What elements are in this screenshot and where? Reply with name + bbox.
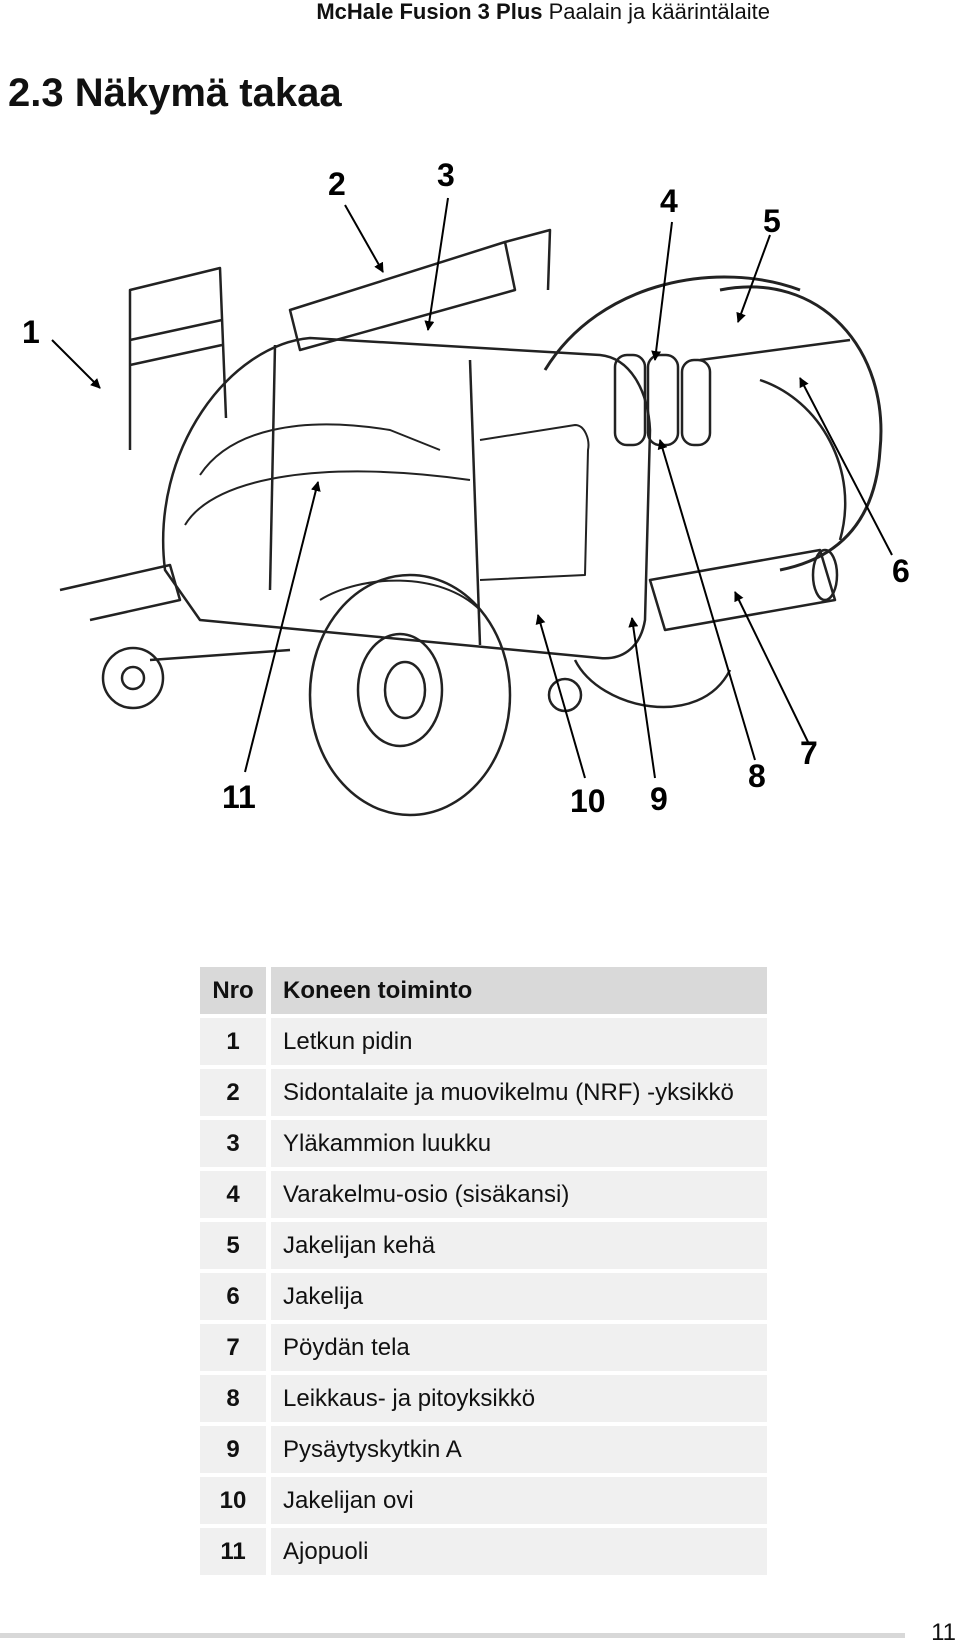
callout-1: 1 xyxy=(22,314,40,350)
section-title: 2.3 Näkymä takaa xyxy=(8,71,342,115)
row-number: 11 xyxy=(200,1528,271,1575)
row-number: 4 xyxy=(200,1171,271,1218)
callout-numbers: 1 2 3 4 5 6 7 8 9 10 11 xyxy=(22,157,910,819)
callout-7: 7 xyxy=(800,735,818,771)
row-number: 3 xyxy=(200,1120,271,1167)
row-description: Jakelija xyxy=(271,1273,767,1320)
callout-4: 4 xyxy=(660,183,678,219)
table-header-row: Nro Koneen toiminto xyxy=(200,967,767,1014)
row-number: 9 xyxy=(200,1426,271,1473)
row-description: Pysäytyskytkin A xyxy=(271,1426,767,1473)
header-brand: McHale Fusion 3 Plus xyxy=(316,0,543,24)
callout-5: 5 xyxy=(763,203,781,239)
row-description: Leikkaus- ja pitoyksikkö xyxy=(271,1375,767,1422)
row-description: Varakelmu-osio (sisäkansi) xyxy=(271,1171,767,1218)
row-number: 10 xyxy=(200,1477,271,1524)
machine-illustration: 1 2 3 4 5 6 7 8 9 10 11 xyxy=(22,157,910,819)
row-description: Ajopuoli xyxy=(271,1528,767,1575)
row-number: 2 xyxy=(200,1069,271,1116)
column-header-function: Koneen toiminto xyxy=(271,967,767,1014)
row-description: Jakelijan ovi xyxy=(271,1477,767,1524)
row-number: 1 xyxy=(200,1018,271,1065)
machine-rear-view-figure: 1 2 3 4 5 6 7 8 9 10 11 xyxy=(0,150,960,870)
row-number: 7 xyxy=(200,1324,271,1371)
column-header-number: Nro xyxy=(200,967,271,1014)
row-number: 8 xyxy=(200,1375,271,1422)
row-description: Sidontalaite ja muovikelmu (NRF) -yksikk… xyxy=(271,1069,767,1116)
row-number: 5 xyxy=(200,1222,271,1269)
row-number: 6 xyxy=(200,1273,271,1320)
footer-rule xyxy=(0,1633,905,1638)
machine-line-art xyxy=(59,228,883,817)
callout-3: 3 xyxy=(437,157,455,193)
row-description: Letkun pidin xyxy=(271,1018,767,1065)
callout-10: 10 xyxy=(570,783,606,819)
callout-2: 2 xyxy=(328,166,346,202)
running-header: McHale Fusion 3 Plus Paalain ja käärintä… xyxy=(316,0,770,24)
callout-leaders xyxy=(51,197,893,779)
callout-9: 9 xyxy=(650,781,668,817)
callout-8: 8 xyxy=(748,758,766,794)
row-description: Yläkammion luukku xyxy=(271,1120,767,1167)
row-description: Jakelijan kehä xyxy=(271,1222,767,1269)
row-description: Pöydän tela xyxy=(271,1324,767,1371)
callout-6: 6 xyxy=(892,553,910,589)
header-subtitle: Paalain ja käärintälaite xyxy=(548,0,770,24)
callout-11: 11 xyxy=(222,779,256,815)
page-number: 11 xyxy=(931,1619,956,1646)
